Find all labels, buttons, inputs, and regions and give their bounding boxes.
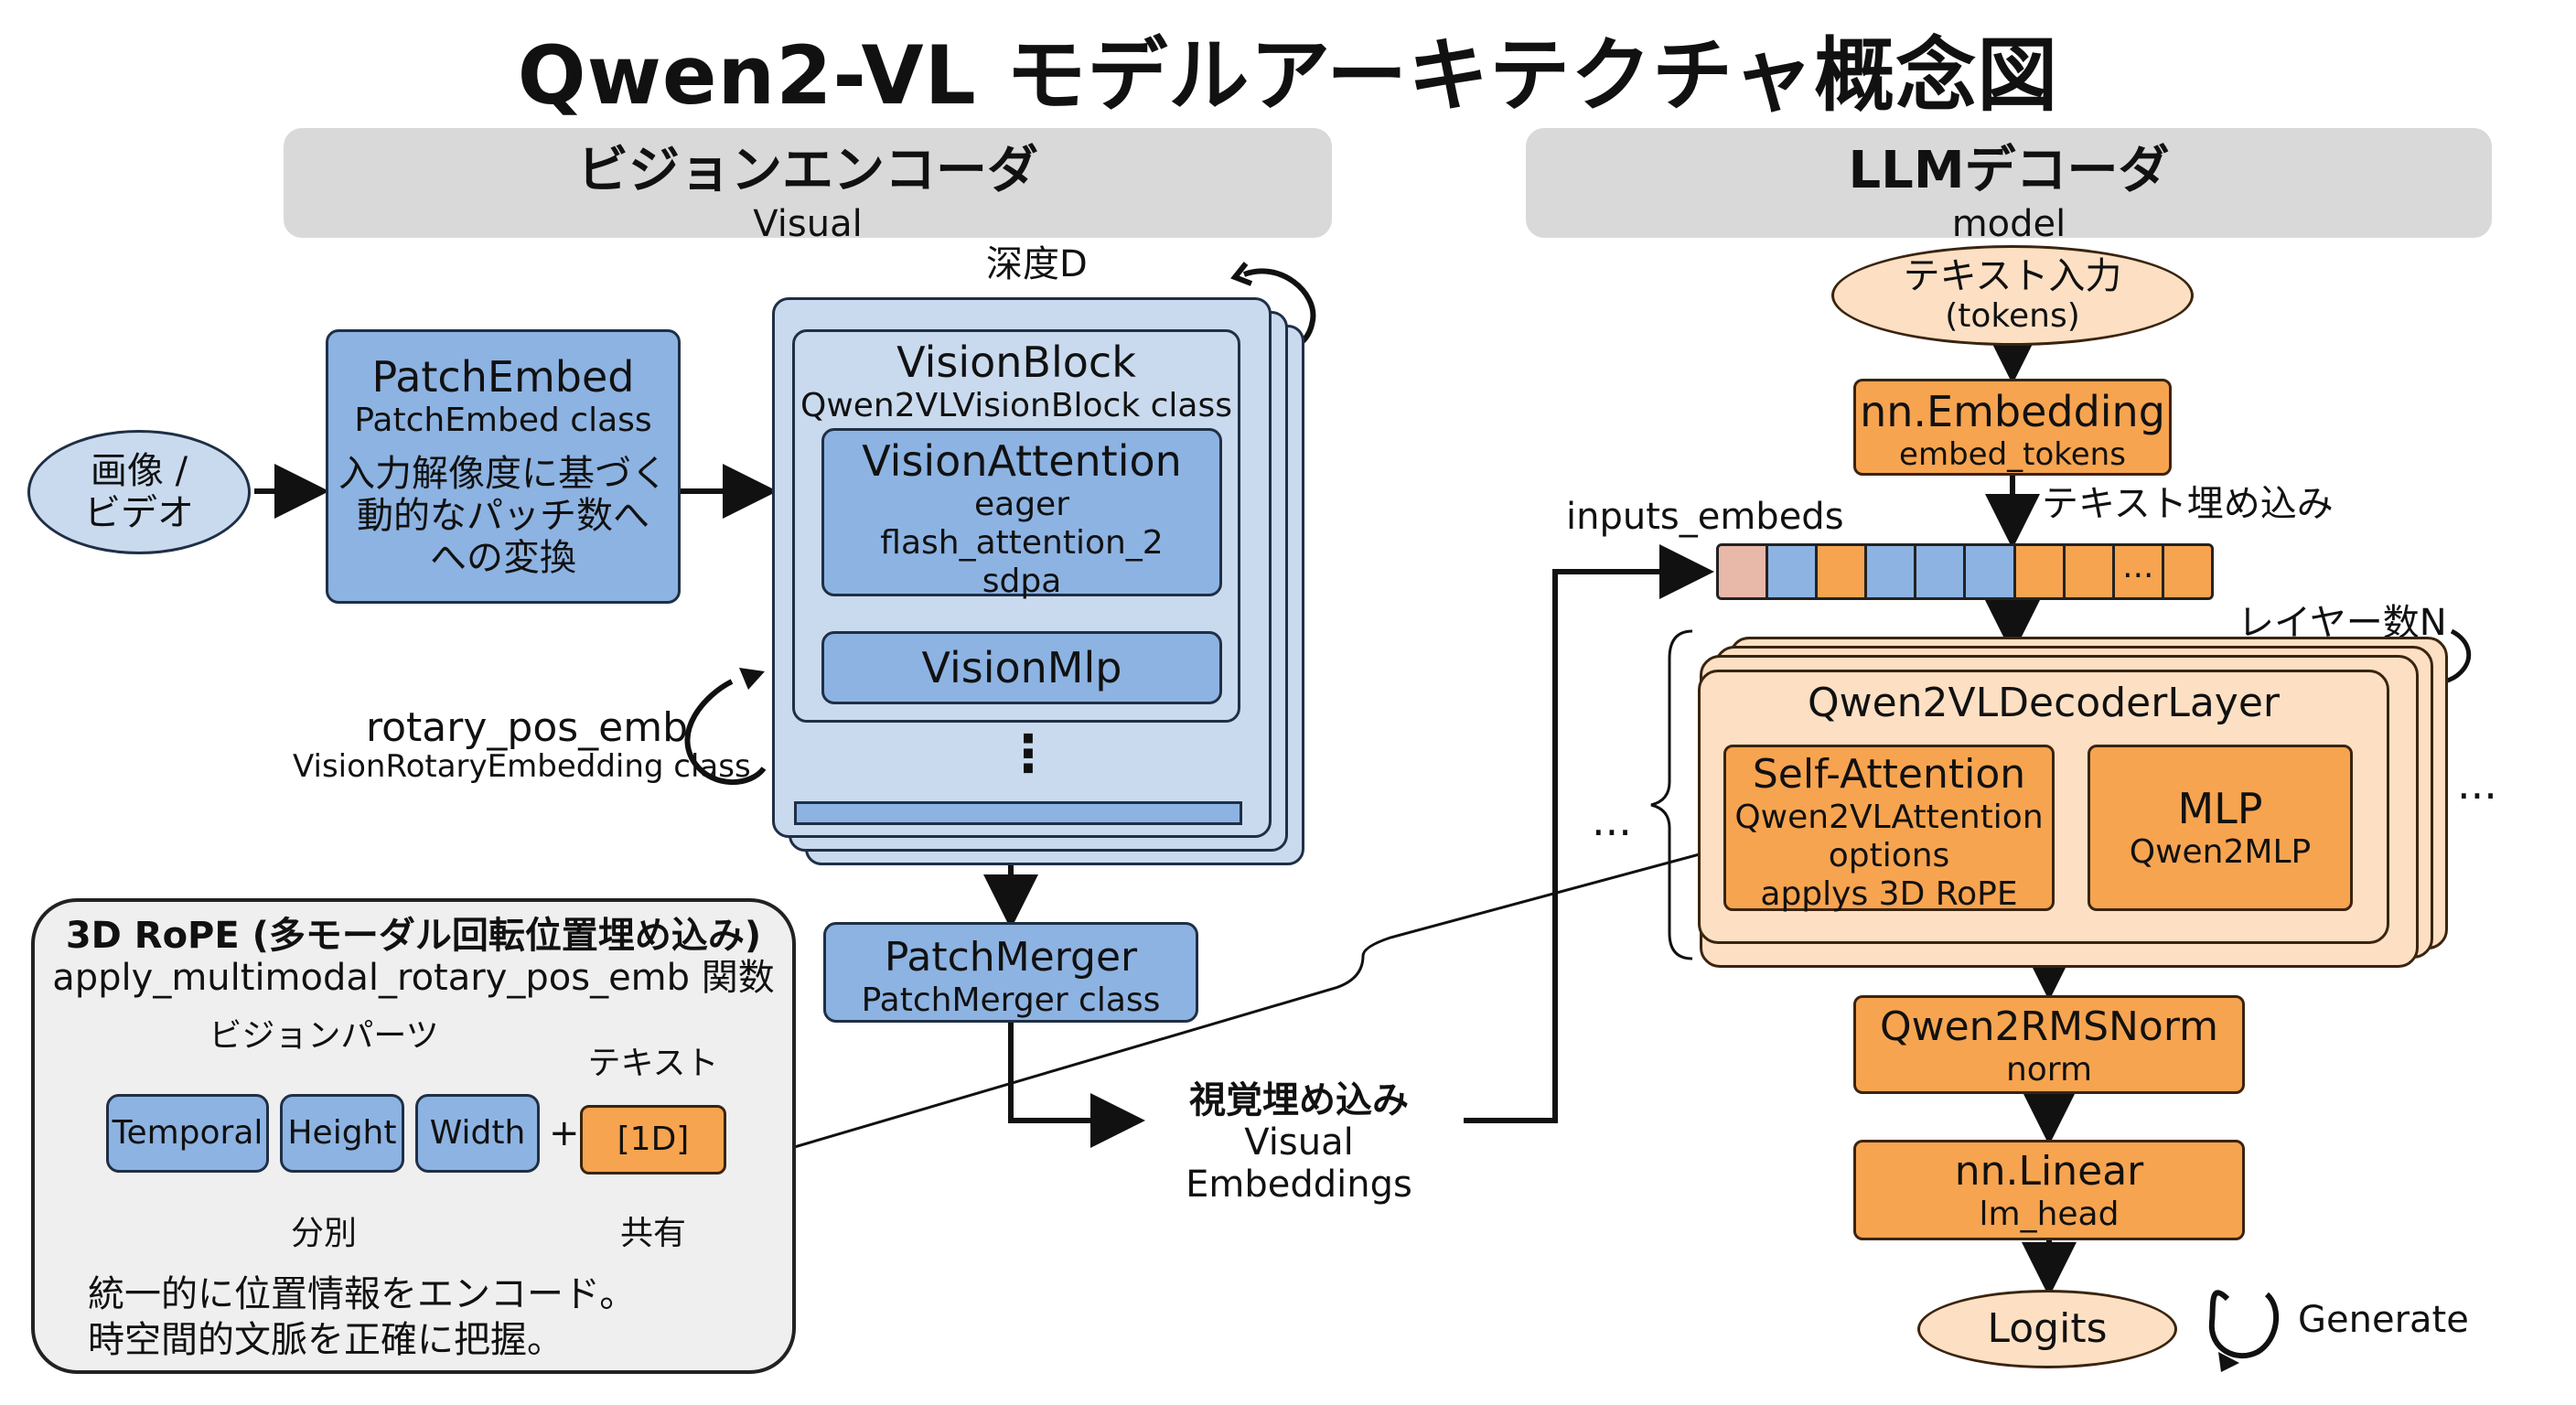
layers-brace xyxy=(1650,629,1693,960)
rope-function: apply_multimodal_rotary_pos_emb 関数 xyxy=(52,957,775,999)
text-parts-label: テキスト xyxy=(587,1045,719,1082)
rope-title: 3D RoPE (多モーダル回転位置埋め込み) xyxy=(65,915,762,957)
vision-block-dots: ⋮ xyxy=(1003,724,1054,784)
rope-height-label: Height xyxy=(287,1114,397,1152)
generate-label: Generate xyxy=(2298,1299,2469,1341)
rope-temporal-label: Temporal xyxy=(112,1114,263,1152)
seq-cell xyxy=(1719,546,1769,597)
vision-mlp-title: VisionMlp xyxy=(921,643,1122,692)
patch-embed-title: PatchEmbed xyxy=(371,352,635,402)
rope-desc-2: 時空間的文脈を正確に把握。 xyxy=(88,1319,564,1361)
seq-cell xyxy=(1768,546,1819,597)
self-attention-box: Self-Attention Qwen2VLAttention options … xyxy=(1723,745,2055,913)
patch-embed-desc-3: への変換 xyxy=(430,537,576,579)
decoder-mlp-title: MLP xyxy=(2177,784,2263,833)
rope-width-label: Width xyxy=(429,1114,526,1152)
logits-label: Logits xyxy=(1987,1305,2108,1352)
decoder-dots-right: ... xyxy=(2457,759,2497,809)
rope-temporal-box: Temporal xyxy=(106,1094,269,1173)
seq-cell xyxy=(1818,546,1868,597)
seq-cell xyxy=(1916,546,1967,597)
decoder-layer-title: Qwen2VLDecoderLayer xyxy=(1807,680,2280,726)
rmsnorm-box: Qwen2RMSNorm norm xyxy=(1853,995,2245,1094)
text-input-ellipse: テキスト入力 (tokens) xyxy=(1831,245,2194,346)
vision-block-title: VisionBlock xyxy=(896,338,1136,387)
vision-encoder-header: ビジョンエンコーダ Visual xyxy=(284,128,1332,245)
depth-label: 深度D xyxy=(986,243,1088,285)
vision-block-final-bar xyxy=(794,801,1242,825)
rmsnorm-title: Qwen2RMSNorm xyxy=(1879,1003,2219,1050)
inputs-embeds-label: inputs_embeds xyxy=(1566,496,1844,538)
llm-decoder-header-title: LLMデコーダ xyxy=(1848,141,2170,200)
rmsnorm-sub: norm xyxy=(2005,1051,2093,1089)
self-attention-rope: applys 3D RoPE xyxy=(1760,875,2018,913)
embedding-title: nn.Embedding xyxy=(1860,387,2165,436)
seq-cell xyxy=(1867,546,1917,597)
seq-cell xyxy=(2163,546,2211,597)
text-input-label-1: テキスト入力 xyxy=(1903,255,2122,297)
lm-head-title: nn.Linear xyxy=(1954,1148,2144,1195)
patch-embed-desc-2: 動的なパッチ数へ xyxy=(357,495,649,537)
patch-embed-class: PatchEmbed class xyxy=(354,402,652,439)
vision-encoder-header-sub: Visual xyxy=(753,203,863,245)
lm-head-sub: lm_head xyxy=(1979,1196,2120,1233)
logits-ellipse: Logits xyxy=(1917,1290,2177,1368)
self-attention-title: Self-Attention xyxy=(1752,751,2026,798)
vision-parts-label: ビジョンパーツ xyxy=(209,1017,439,1055)
embedding-sub: embed_tokens xyxy=(1899,436,2126,473)
text-input-label-2: (tokens) xyxy=(1945,297,2080,335)
text-embed-label: テキスト埋め込み xyxy=(2042,483,2334,525)
patch-merger-title: PatchMerger xyxy=(884,934,1138,981)
rope-height-box: Height xyxy=(280,1094,404,1173)
self-attention-options: options xyxy=(1828,837,1950,874)
visual-embeddings-en: Visual Embeddings xyxy=(1186,1121,1412,1206)
rope-shared-label: 共有 xyxy=(619,1215,686,1252)
vision-attention-box: VisionAttention eager flash_attention_2 … xyxy=(821,428,1222,600)
vision-attention-opt-1: eager xyxy=(973,486,1069,523)
vision-mlp-box: VisionMlp xyxy=(821,631,1222,704)
seq-cell xyxy=(2015,546,2066,597)
vision-encoder-header-title: ビジョンエンコーダ xyxy=(577,141,1038,200)
input-label-2: ビデオ xyxy=(84,492,194,534)
page-title: Qwen2-VL モデルアーキテクチャ概念図 xyxy=(517,28,2059,123)
arrow-rope-to-selfattention xyxy=(790,842,1725,1150)
image-video-input: 画像 / ビデオ xyxy=(27,430,251,554)
generate-loop-icon xyxy=(2208,1290,2280,1359)
rope-desc-1: 統一的に位置情報をエンコード。 xyxy=(88,1273,637,1315)
llm-decoder-header: LLMデコーダ model xyxy=(1526,128,2492,245)
rotary-pos-emb-title: rotary_pos_emb xyxy=(366,704,689,751)
inputs-embeds-sequence: ... xyxy=(1716,543,2214,600)
arrow-visual-emb-to-inputs xyxy=(1464,544,1714,1123)
arrow-merger-to-visual-emb xyxy=(1008,1023,1145,1148)
rope-width-box: Width xyxy=(415,1094,540,1173)
decoder-mlp-box: MLP Qwen2MLP xyxy=(2088,745,2353,911)
rope-plus: + xyxy=(549,1112,580,1154)
visual-embeddings-jp: 視覚埋め込み xyxy=(1189,1079,1409,1121)
self-attention-class: Qwen2VLAttention xyxy=(1734,799,2044,836)
embedding-box: nn.Embedding embed_tokens xyxy=(1853,379,2172,476)
patch-embed-desc-1: 入力解像度に基づく xyxy=(338,453,668,495)
patch-merger-box: PatchMerger PatchMerger class xyxy=(823,922,1198,1023)
vision-attention-opt-3: sdpa xyxy=(982,563,1062,600)
rope-1d-box: [1D] xyxy=(580,1105,726,1174)
decoder-dots-left: ... xyxy=(1592,796,1632,845)
patch-merger-class: PatchMerger class xyxy=(861,981,1161,1019)
seq-cell xyxy=(1966,546,2016,597)
seq-cell xyxy=(2065,546,2115,597)
vision-attention-opt-2: flash_attention_2 xyxy=(880,524,1164,562)
visual-embeddings-label: 視覚埋め込み Visual Embeddings xyxy=(1134,1079,1464,1206)
rope-separate-label: 分別 xyxy=(290,1215,357,1252)
vision-attention-title: VisionAttention xyxy=(862,436,1182,486)
input-label-1: 画像 / xyxy=(90,450,188,492)
vision-block-class: Qwen2VLVisionBlock class xyxy=(800,387,1232,424)
rotary-pos-emb-class: VisionRotaryEmbedding class xyxy=(293,748,751,785)
lm-head-box: nn.Linear lm_head xyxy=(1853,1140,2245,1240)
patch-embed-box: PatchEmbed PatchEmbed class 入力解像度に基づく 動的… xyxy=(326,329,681,604)
decoder-mlp-class: Qwen2MLP xyxy=(2129,833,2312,871)
llm-decoder-header-sub: model xyxy=(1951,203,2066,245)
rotary-loop-icon xyxy=(684,679,767,786)
seq-cell-dots: ... xyxy=(2114,546,2164,597)
rope-1d-label: [1D] xyxy=(617,1121,690,1158)
